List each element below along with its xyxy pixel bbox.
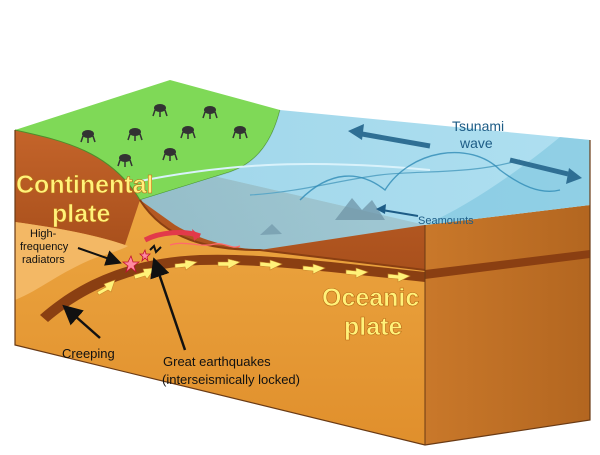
water-surface-line-2 bbox=[249, 159, 521, 196]
seamount-2 bbox=[260, 224, 282, 235]
seismometer-icon bbox=[80, 104, 248, 167]
tsunami-label-1: Tsunami bbox=[452, 118, 504, 134]
seafloor-edge bbox=[139, 199, 426, 271]
great-earthquakes-label-2: (interseismically locked) bbox=[162, 372, 300, 387]
flow-arrow-icon bbox=[96, 258, 411, 296]
high-frequency-label-2: frequency bbox=[20, 241, 69, 253]
continental-plate-body bbox=[15, 130, 140, 245]
continental-plate-label-2: plate bbox=[52, 200, 110, 228]
continental-plate-label-1: Continental bbox=[16, 171, 154, 199]
high-frequency-label-1: High- bbox=[30, 228, 57, 240]
water-surface-line-1 bbox=[134, 163, 431, 183]
creeping-label: Creeping bbox=[62, 346, 115, 361]
seamounts-label: Seamounts bbox=[418, 215, 474, 227]
tsunami-wave-crest bbox=[299, 151, 561, 201]
right-face-crust-band bbox=[425, 250, 590, 279]
oceanic-plate-label-1: Oceanic bbox=[322, 284, 419, 312]
locked-zone-marker bbox=[149, 244, 162, 254]
tsunami-label-2: wave bbox=[459, 135, 493, 151]
high-frequency-label-3: radiators bbox=[22, 254, 65, 266]
block-right-face bbox=[425, 205, 590, 445]
oceanic-plate-label-2: plate bbox=[344, 313, 402, 341]
great-earthquakes-label-1: Great earthquakes bbox=[163, 354, 271, 369]
pointer-arrow-icon bbox=[62, 247, 187, 351]
seamount-pointer bbox=[381, 209, 419, 217]
double-arrow-icon bbox=[348, 124, 582, 184]
seamount-1 bbox=[335, 198, 385, 220]
continental-lower-crust bbox=[15, 222, 128, 300]
rupture-wiggle bbox=[169, 242, 241, 248]
rupture-star-icon bbox=[121, 248, 151, 274]
ocean-side-face bbox=[425, 137, 590, 225]
rupture-slip-arrowhead bbox=[192, 229, 200, 241]
land-edge bbox=[14, 109, 281, 201]
seamount-pointer-head bbox=[376, 204, 386, 214]
